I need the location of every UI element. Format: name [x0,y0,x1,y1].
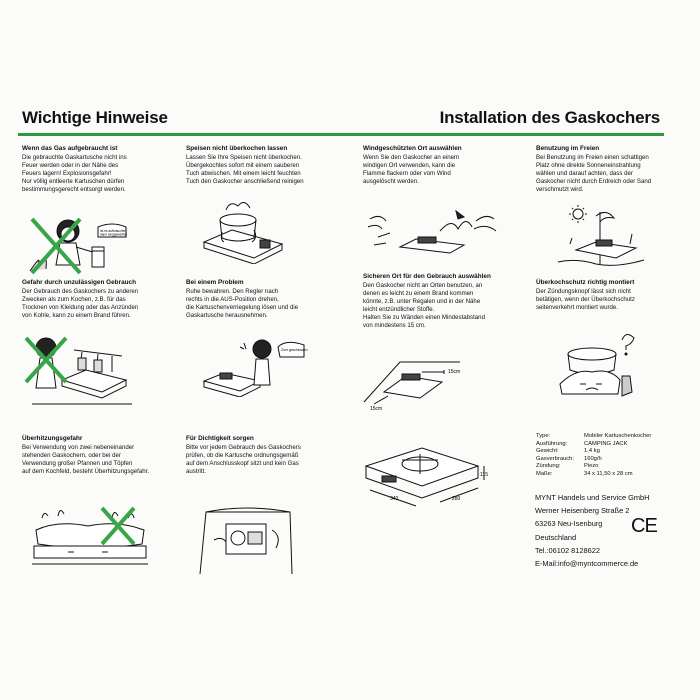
section-safe-place: Sicheren Ort für den Gebrauch auswählen … [363,273,533,331]
spec-row: Zündung:Piezo [536,463,599,470]
company-name: MYNT Handels und Service GmbH [535,493,650,502]
section-problem: Bei einem Problem Ruhe bewahren. Den Reg… [186,279,351,320]
spec-row: Type:Mobiler Kartuschenkocher [536,433,652,439]
section-text: Den Gaskocher nicht an Orten benutzen, a… [363,282,485,330]
section-text: Bei Verwendung von zwei nebeneinander st… [22,444,150,476]
illustration-misuse [22,334,142,414]
prohibited-cross-icon [24,336,68,384]
illustration-product: 340 280 115 [360,430,490,508]
section-overheating: Überhitzungsgefahr Bei Verwendung von zw… [22,435,182,476]
section-leak-check: Für Dichtigkeit sorgen Bitte vor jedem G… [186,435,351,476]
dimension-depth: 280 [452,496,461,502]
section-text: Ruhe bewahren. Den Regler nach rechts in… [186,288,299,320]
illustration-outdoor [556,204,646,270]
section-text: Die gebrauchte Gaskartusche nicht ins Fe… [22,154,127,194]
dimension-label: 15cm [448,369,460,375]
ce-mark-icon: CE [631,515,658,537]
section-title: Speisen nicht überkochen lassen [186,145,288,152]
spec-row: Gasverbrauch:160g/h [536,455,602,462]
spec-row: Maße:34 x 11,50 x 28 cm [536,470,633,477]
spec-row: Gewicht:1,4 kg [536,448,600,455]
prohibited-cross-icon [30,217,82,275]
section-title: Bei einem Problem [186,279,244,286]
section-text: Bei Benutzung im Freien einen schattigen… [536,154,652,194]
section-title: Sicheren Ort für den Gebrauch auswählen [363,273,491,280]
section-title: Überhitzungsgefahr [22,435,83,442]
dimension-width: 340 [390,496,399,502]
dimension-height: 115 [480,472,488,478]
phone: Tel.:06102 8128622 [535,545,600,555]
section-no-boilover: Speisen nicht überkochen lassen Lassen S… [186,145,351,186]
section-text: Wenn Sie den Gaskocher an einem windigen… [363,154,460,186]
section-title: Überkochschutz richtig montiert [536,279,635,286]
speech-bubble-text: Zum geschlossen [281,348,308,352]
section-gas-empty: Wenn das Gas aufgebraucht ist Die gebrau… [22,145,182,194]
spec-table: Type:Mobiler Kartuschenkocher Ausführung… [536,433,651,479]
section-text: Der Zündungsknopf lässt sich nicht betät… [536,288,635,312]
section-title: Für Dichtigkeit sorgen [186,435,254,442]
prohibited-cross-icon [100,506,136,546]
section-overflow-guard: Überkochschutz richtig montiert Der Zünd… [536,279,696,312]
illustration-leak-check [196,500,296,575]
section-misuse: Gefahr durch unzulässigen Gebrauch Der G… [22,279,182,320]
title-installation: Installation des Gaskochers [439,108,661,127]
street: Werner Heisenberg Straße 2 [535,506,630,516]
illustration-safe-place: 15cm 15cm [360,352,470,412]
section-title: Gefahr durch unzulässigen Gebrauch [22,279,136,286]
illustration-boilover [198,196,288,264]
speech-bubble-text: Ist es aufbrauchen,dann weggewerfen [100,229,127,237]
contact-block: MYNT Handels und Service GmbH Werner Hei… [535,491,649,570]
section-title: Benutzung im Freien [536,145,600,152]
green-divider [18,133,664,136]
illustration-wind [360,207,500,257]
illustration-gas-empty: Ist es aufbrauchen,dann weggewerfen [20,213,135,278]
section-title: Wenn das Gas aufgebraucht ist [22,145,118,152]
spec-row: Ausführung:CAMPING JACK [536,440,628,447]
illustration-problem: Zum geschlossen [200,337,310,397]
country: Deutschland [535,532,577,542]
illustration-overflow-guard [556,332,636,406]
title-important-notes: Wichtige Hinweise [22,108,168,127]
dimension-label: 15cm [370,406,382,412]
section-text: Der Gebrauch des Gaskochers zu anderen Z… [22,288,139,320]
section-text: Lassen Sie Ihre Speisen nicht überkochen… [186,154,304,186]
section-outdoor: Benutzung im Freien Bei Benutzung im Fre… [536,145,696,194]
section-text: Bitte vor jedem Gebrauch des Gaskochers … [186,444,301,476]
illustration-overheating [28,500,153,570]
city: 63263 Neu-Isenburg [535,519,603,529]
email: E-Mail:info@myntcommerce.de [535,559,639,569]
section-title: Windgeschützten Ort auswählen [363,145,462,152]
section-windproof: Windgeschützten Ort auswählen Wenn Sie d… [363,145,528,186]
